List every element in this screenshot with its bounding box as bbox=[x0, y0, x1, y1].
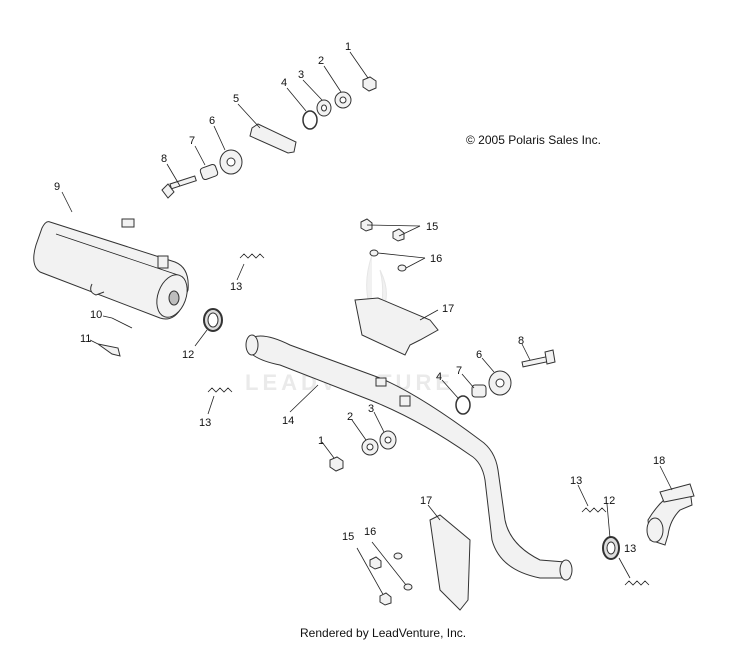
part-17-heat-shield-lower bbox=[429, 514, 471, 611]
callout-12-lower: 12 bbox=[603, 495, 615, 507]
part-15-screw-3 bbox=[369, 556, 382, 570]
callout-2-lower: 2 bbox=[347, 411, 353, 423]
muffler-outlet bbox=[168, 290, 180, 306]
part-13-spring-middle bbox=[207, 387, 233, 393]
leader-lines bbox=[61, 51, 673, 579]
part-8-bolt-lower-head bbox=[544, 349, 556, 365]
callout-13-lower-1: 13 bbox=[570, 475, 582, 487]
part-13-spring-lower-1 bbox=[581, 507, 607, 513]
callout-13-upper: 13 bbox=[230, 281, 242, 293]
muffler-tab bbox=[121, 218, 135, 228]
callout-10: 10 bbox=[90, 309, 102, 321]
elbow-flange bbox=[659, 483, 695, 503]
part-8-bolt-shank bbox=[169, 175, 197, 190]
callout-6-lower: 6 bbox=[476, 349, 482, 361]
part-9-muffler bbox=[33, 218, 189, 320]
part-10-screw bbox=[111, 317, 133, 329]
callout-labels: 1 2 3 4 5 6 7 8 9 10 11 12 13 13 14 1 2 … bbox=[54, 41, 665, 555]
callout-7-lower: 7 bbox=[456, 365, 462, 377]
part-1-nut-lower bbox=[329, 456, 344, 472]
callout-11: 11 bbox=[80, 333, 91, 345]
callout-5: 5 bbox=[233, 93, 239, 105]
callout-3-upper: 3 bbox=[298, 69, 304, 81]
callout-4-upper: 4 bbox=[281, 77, 287, 89]
callout-1-upper: 1 bbox=[345, 41, 351, 53]
callout-18: 18 bbox=[653, 455, 665, 467]
part-1-nut bbox=[362, 76, 377, 92]
part-13-spring-upper bbox=[239, 253, 265, 259]
muffler-bracket bbox=[157, 255, 169, 269]
part-8-bolt-lower bbox=[521, 356, 550, 368]
callout-6-upper: 6 bbox=[209, 115, 215, 127]
callout-13-middle: 13 bbox=[199, 417, 211, 429]
part-16-washer-2 bbox=[397, 264, 407, 272]
elbow-opening bbox=[646, 517, 664, 543]
part-4-ring bbox=[302, 110, 318, 130]
head-pipe-bracket-2 bbox=[399, 395, 411, 407]
part-5-bracket bbox=[249, 123, 297, 154]
muffler-lower-tab bbox=[90, 283, 105, 296]
callout-15-lower: 15 bbox=[342, 531, 354, 543]
callout-2-upper: 2 bbox=[318, 55, 324, 67]
head-pipe-inlet bbox=[245, 334, 259, 356]
callout-3-lower: 3 bbox=[368, 403, 374, 415]
part-18-elbow bbox=[646, 483, 695, 546]
part-16-washer-1 bbox=[369, 249, 379, 257]
callout-8-upper: 8 bbox=[161, 153, 167, 165]
callout-1-lower: 1 bbox=[318, 435, 324, 447]
callout-17-lower: 17 bbox=[420, 495, 432, 507]
part-17-heat-shield-upper bbox=[354, 297, 439, 356]
part-15-screw-4 bbox=[379, 592, 392, 606]
callout-4-lower: 4 bbox=[436, 371, 442, 383]
part-16-washer-4 bbox=[403, 583, 413, 591]
part-15-screw-1 bbox=[360, 218, 373, 232]
part-11-clip bbox=[97, 343, 121, 357]
rendered-by-footer: Rendered by LeadVenture, Inc. bbox=[300, 626, 467, 640]
callout-8-lower: 8 bbox=[518, 335, 524, 347]
part-4-ring-lower bbox=[455, 395, 471, 415]
part-13-spring-lower-2 bbox=[624, 580, 650, 586]
callout-12-upper: 12 bbox=[182, 349, 194, 361]
head-pipe-bracket-1 bbox=[375, 377, 387, 387]
part-14-head-pipe bbox=[245, 334, 573, 581]
callout-16-lower: 16 bbox=[364, 526, 376, 538]
copyright-notice: © 2005 Polaris Sales Inc. bbox=[466, 133, 601, 147]
part-7-sleeve-lower bbox=[471, 384, 487, 398]
callout-16-upper: 16 bbox=[430, 253, 442, 265]
callout-13-lower-2: 13 bbox=[624, 543, 636, 555]
head-pipe-outlet bbox=[559, 559, 573, 581]
callout-14: 14 bbox=[282, 415, 294, 427]
callout-9: 9 bbox=[54, 181, 60, 193]
part-15-screw-2 bbox=[392, 228, 405, 242]
callout-7-upper: 7 bbox=[189, 135, 195, 147]
callout-15-upper: 15 bbox=[426, 221, 438, 233]
upper-mount-hardware bbox=[161, 76, 377, 199]
part-7-sleeve bbox=[199, 163, 219, 181]
callout-17-upper: 17 bbox=[442, 303, 454, 315]
part-16-washer-3 bbox=[393, 552, 403, 560]
part-8-bolt-head bbox=[161, 183, 175, 199]
